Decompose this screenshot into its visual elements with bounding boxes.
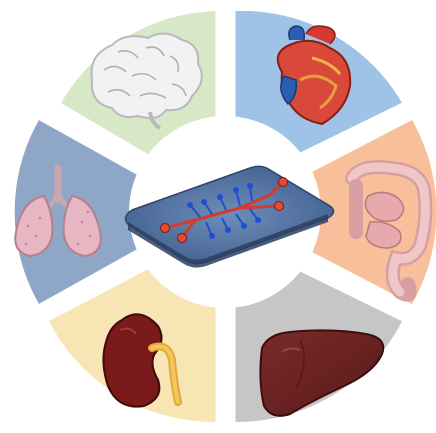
organ-on-chip-diagram [0,0,436,433]
